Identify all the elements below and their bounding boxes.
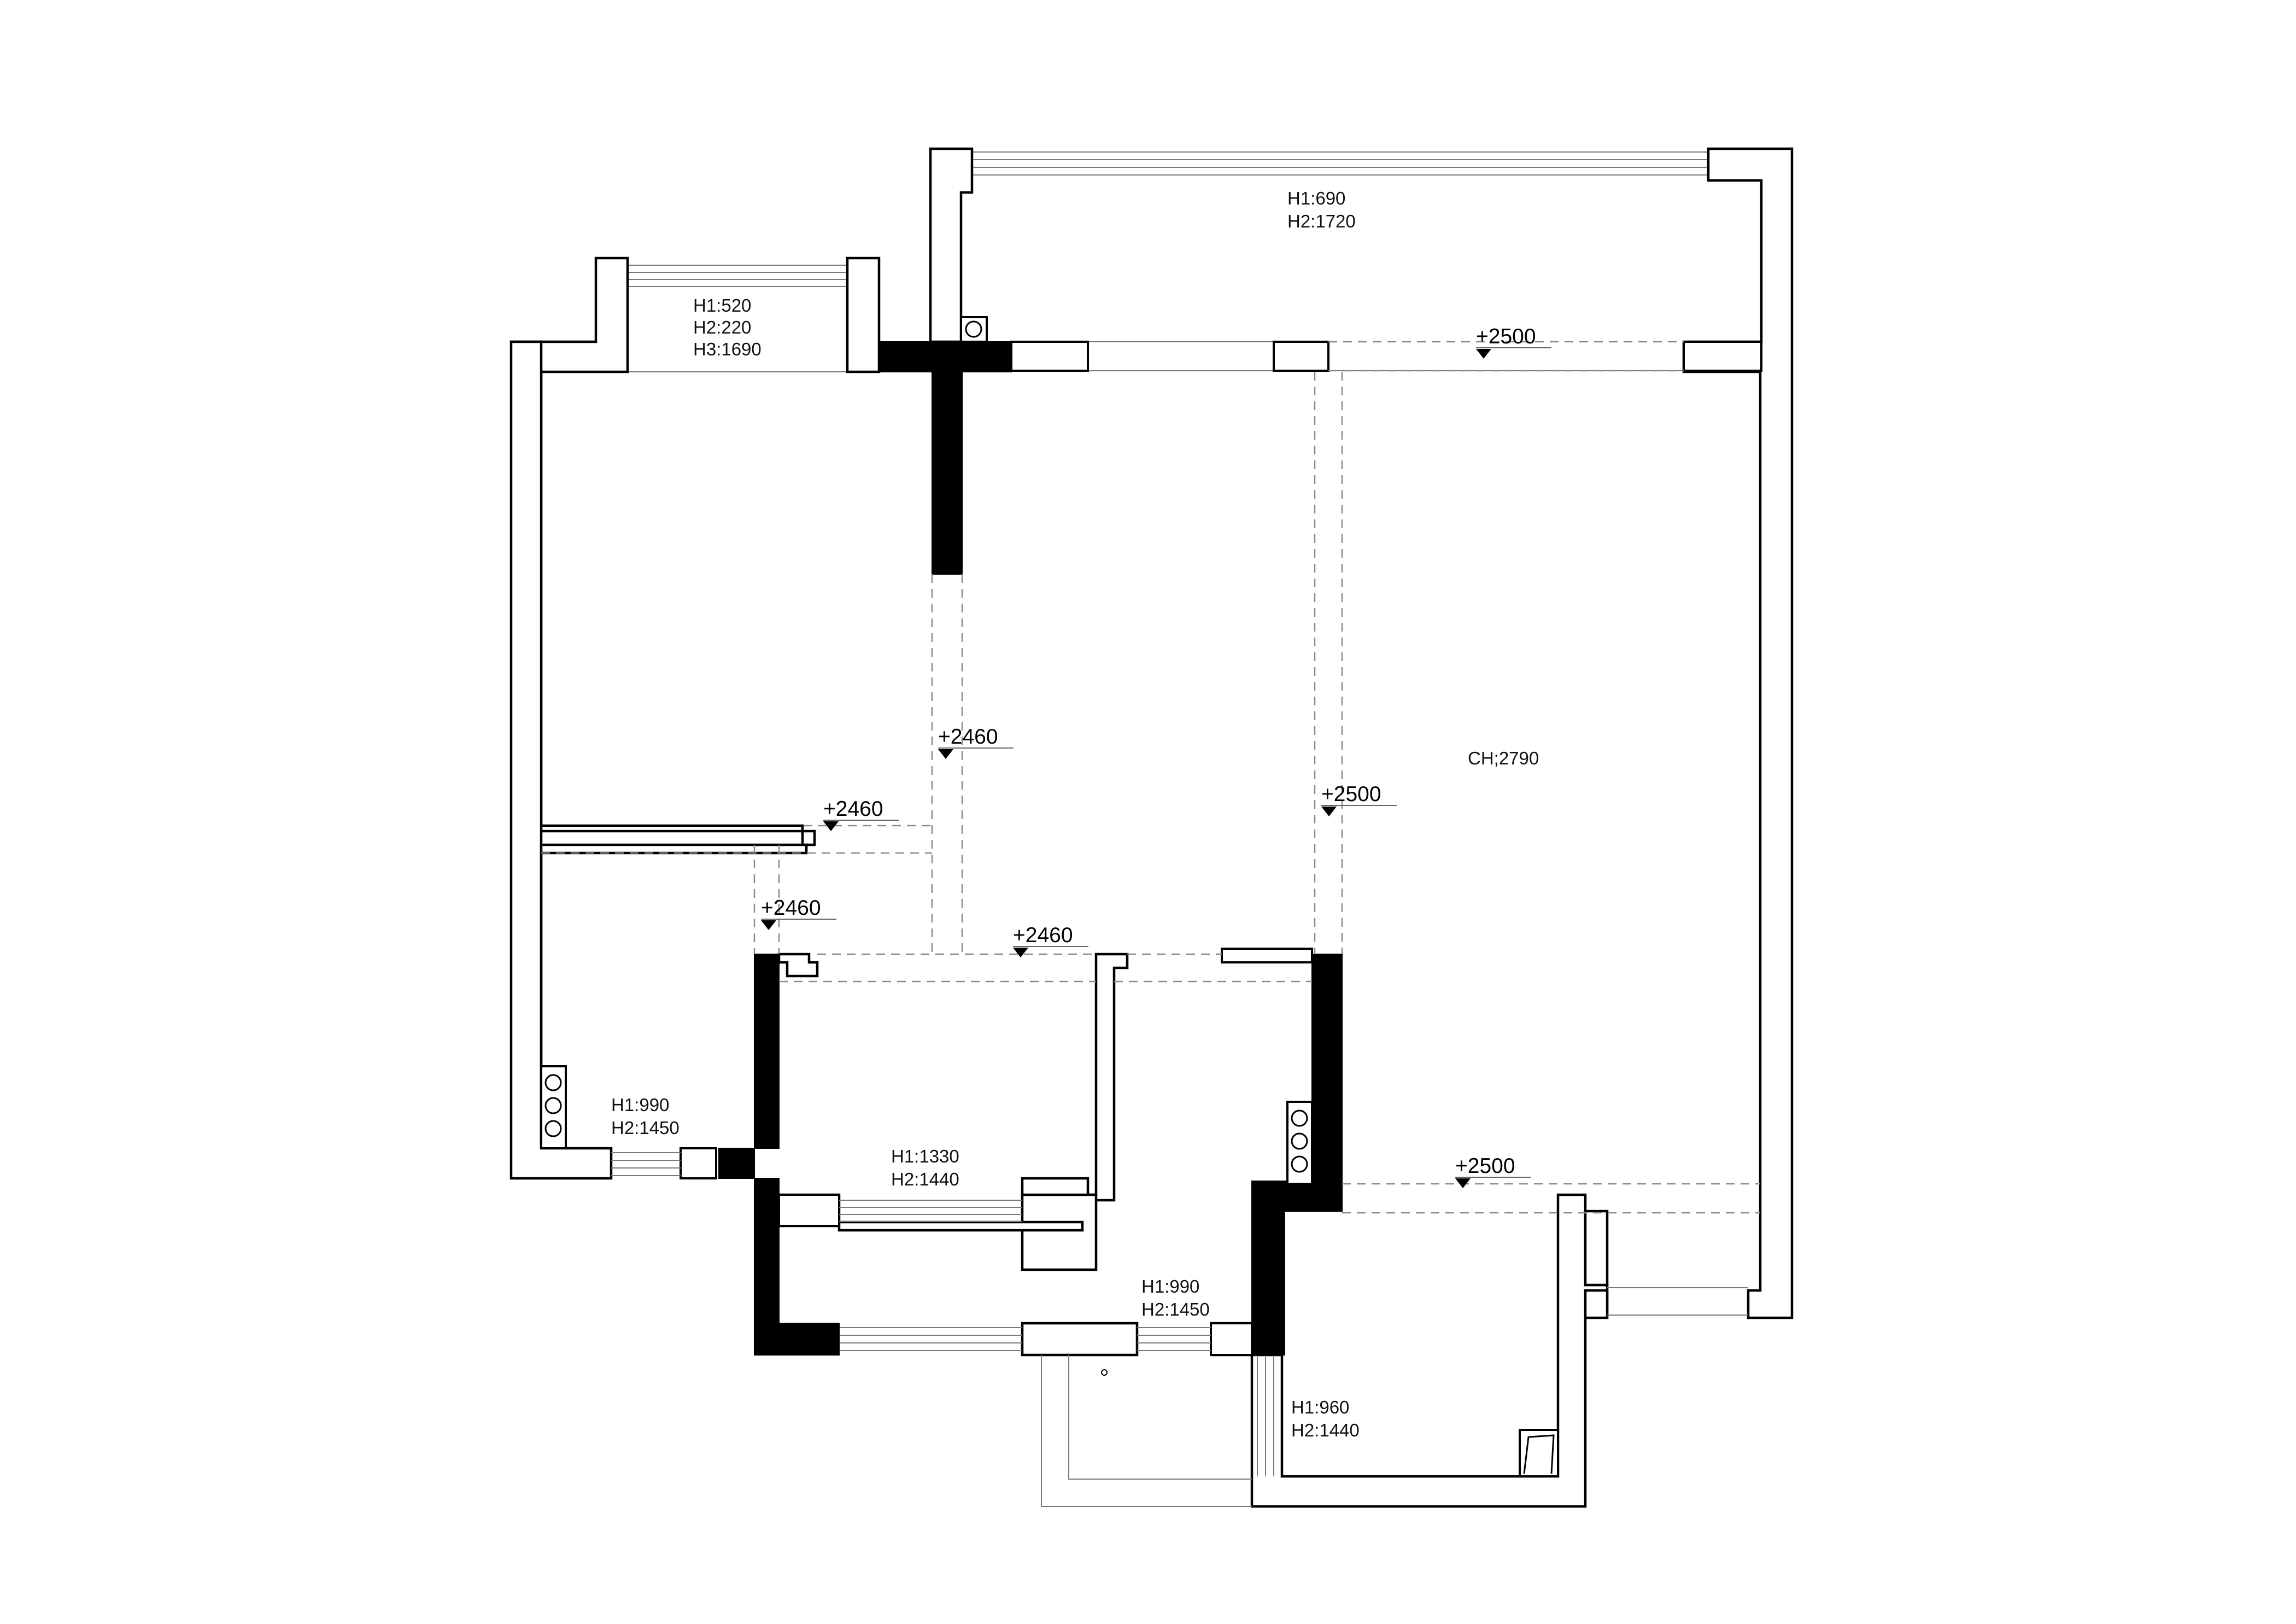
level-value: +2500 bbox=[1321, 782, 1381, 806]
label-bathroom: H1:1330 H2:1440 bbox=[891, 1146, 959, 1189]
level-mark-top-corridor: +2500 bbox=[1476, 325, 1551, 359]
label-balcony-left: H1:520 H2:220 H3:1690 bbox=[693, 295, 762, 359]
bathroom-east-wall bbox=[1021, 953, 1129, 1202]
bathroom-lower-right bbox=[1021, 1193, 1098, 1271]
west-outer-wall bbox=[509, 340, 613, 1180]
label-line: CH;2790 bbox=[1468, 748, 1539, 768]
wall-segment bbox=[1210, 1322, 1253, 1356]
wall-segment bbox=[778, 1194, 840, 1227]
ceiling-level-lines bbox=[541, 341, 1760, 1214]
wall-segment bbox=[1221, 948, 1313, 963]
level-value: +2460 bbox=[761, 896, 821, 920]
level-mark-left-lower: +2460 bbox=[761, 896, 836, 930]
label-line: H2:1450 bbox=[1141, 1299, 1210, 1319]
level-mark-center-left: +2460 bbox=[938, 725, 1014, 759]
label-living-room: CH;2790 bbox=[1468, 748, 1539, 768]
label-line: H1:1330 bbox=[891, 1146, 959, 1166]
label-line: H1:690 bbox=[1287, 188, 1345, 208]
bathroom-base-wall bbox=[837, 1220, 1084, 1232]
label-line: H2:1440 bbox=[891, 1169, 959, 1189]
outdoor-platform bbox=[1041, 1355, 1252, 1507]
top-balcony-window bbox=[973, 151, 1708, 371]
wall-segment bbox=[1683, 341, 1762, 372]
column-mark-circle bbox=[965, 320, 982, 338]
left-room-inner-wall bbox=[540, 843, 808, 855]
level-value: +2460 bbox=[1013, 924, 1073, 947]
drain-mark bbox=[1101, 1369, 1108, 1376]
east-lower-return bbox=[1584, 1289, 1609, 1319]
label-line: H2:1440 bbox=[1291, 1420, 1360, 1440]
pipe-fixture-west bbox=[540, 1065, 567, 1149]
label-kitchen: H1:960 H2:1440 bbox=[1291, 1397, 1360, 1440]
label-line: H3:1690 bbox=[693, 339, 762, 359]
label-line: H2:1450 bbox=[611, 1118, 680, 1138]
wall-segment bbox=[1273, 341, 1329, 372]
floor-drain-icon bbox=[1519, 1429, 1559, 1477]
bathroom-door-stub bbox=[777, 953, 819, 978]
windows-thin bbox=[611, 1152, 1748, 1476]
pipe-fixture-east bbox=[1286, 1101, 1313, 1185]
level-value: +2500 bbox=[1455, 1154, 1515, 1178]
level-mark-left-room-edge: +2460 bbox=[823, 797, 899, 831]
level-value: +2460 bbox=[823, 797, 883, 821]
label-balcony-top: H1:690 H2:1720 bbox=[1287, 188, 1356, 231]
label-line: H2:1720 bbox=[1287, 211, 1356, 231]
top-balcony-wall-right bbox=[1682, 147, 1794, 1319]
label-line: H1:990 bbox=[611, 1095, 669, 1115]
label-line: H2:220 bbox=[693, 317, 751, 337]
label-line: H1:960 bbox=[1291, 1397, 1349, 1417]
label-line: H1:520 bbox=[693, 295, 751, 316]
left-balcony-wall-right bbox=[846, 256, 881, 373]
label-window-south: H1:990 H2:1450 bbox=[1141, 1276, 1210, 1319]
label-window-west: H1:990 H2:1450 bbox=[611, 1095, 680, 1138]
level-mark-living-center: +2500 bbox=[1321, 782, 1397, 816]
wall-segment bbox=[1010, 341, 1089, 372]
left-balcony-wall bbox=[509, 256, 816, 852]
level-value: +2460 bbox=[938, 725, 998, 749]
label-line: H1:990 bbox=[1141, 1276, 1199, 1296]
top-balcony-wall bbox=[929, 147, 974, 343]
south-window-left bbox=[1021, 1322, 1139, 1357]
wall-segment bbox=[680, 1147, 717, 1179]
level-value: +2500 bbox=[1476, 325, 1536, 348]
level-mark-mid-hall: +2460 bbox=[1013, 924, 1088, 957]
east-outer-wall bbox=[1584, 1210, 1609, 1287]
level-mark-right-lower: +2500 bbox=[1455, 1154, 1531, 1188]
